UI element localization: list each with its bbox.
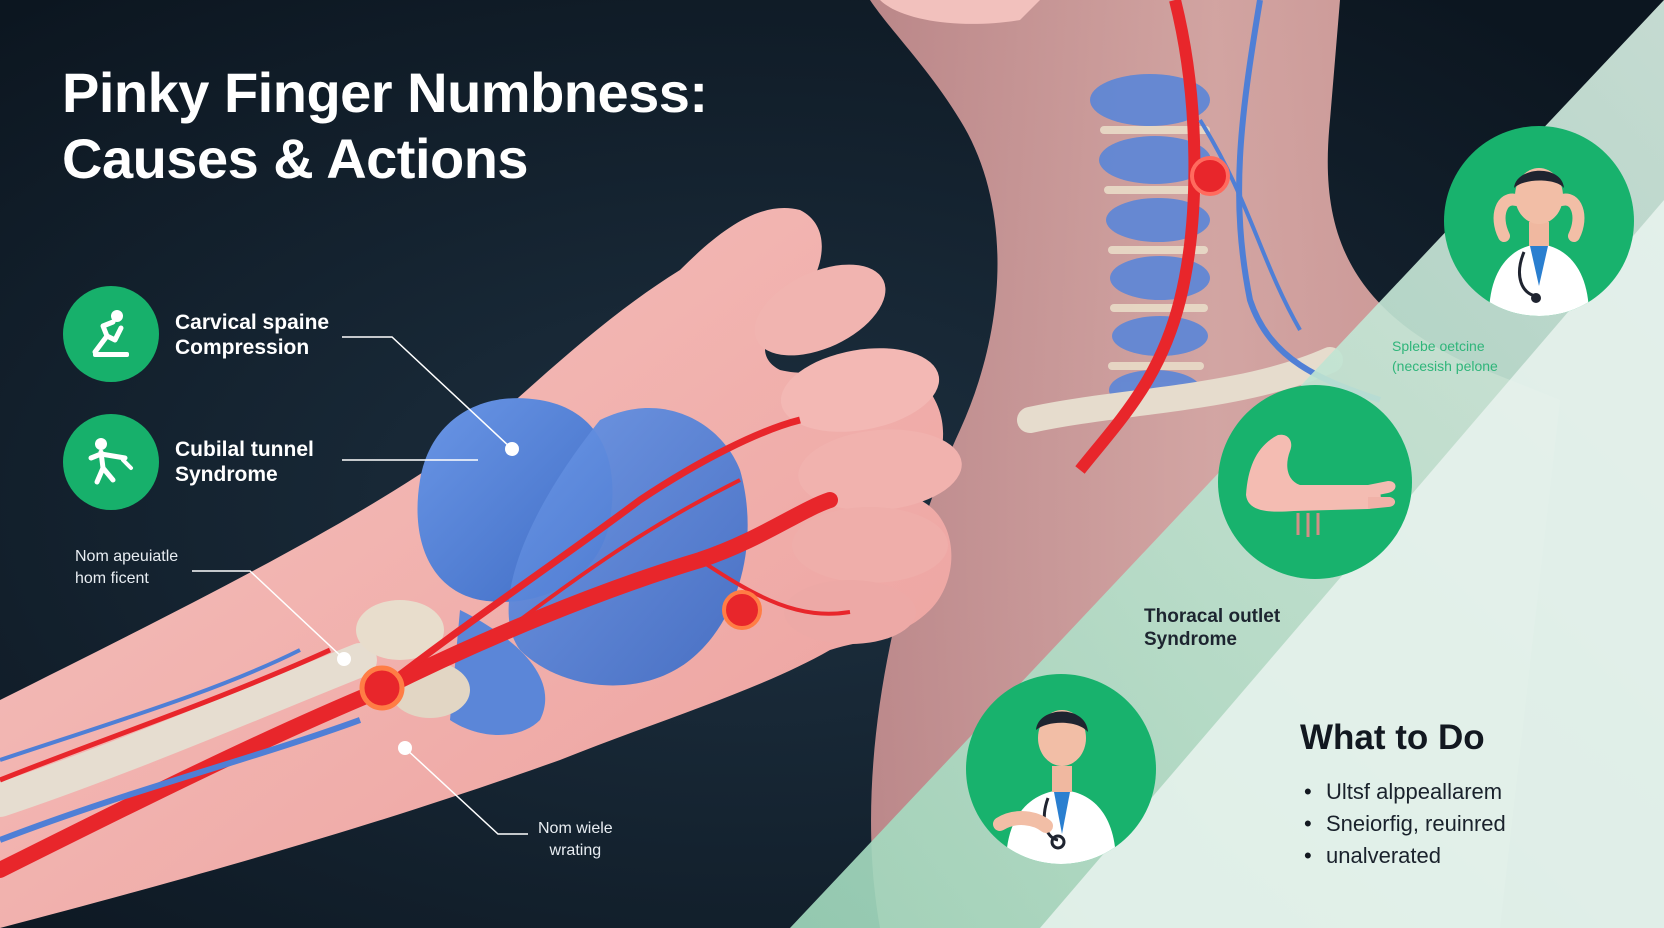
cause-2-line-1: Cubilal tunnel [175,438,314,461]
title-line-1: Pinky Finger Numbness: [62,61,708,124]
cause-1-label: Carvical spaine Compression [175,310,329,360]
list-item: Sneiorfig, reuinred [1304,808,1506,840]
person-stretch-icon [88,438,133,485]
right-note-line-1: Splebe oetcine [1392,338,1485,354]
page-title: Pinky Finger Numbness: Causes & Actions [62,60,708,192]
what-to-do-heading: What to Do [1300,718,1485,757]
title-line-2: Causes & Actions [62,127,529,190]
list-item: Ultsf alppeallarem [1304,776,1506,808]
thoracic-label-line-1: Thoracal outlet [1144,606,1281,627]
elbow-arm-icon [1246,434,1396,537]
bottom-label-line-1: Nom wiele [538,820,613,837]
cause-1-line-2: Compression [175,336,310,359]
cause-2-label: Cubilal tunnel Syndrome [175,437,314,487]
doctor-icon [993,710,1116,864]
person-exercise-icon [92,310,129,357]
doctor-circle [966,674,1156,864]
what-to-do-list: Ultsf alppeallarem Sneiorfig, reuinred u… [1304,776,1506,872]
list-item: unalverated [1304,840,1506,872]
doctor-neck-circle [1444,126,1634,316]
cause-2-icon-circle [63,414,159,510]
wrist-label: Nom apeuiatle hom ficent [75,546,178,590]
cause-1-icon-circle [63,286,159,382]
wrist-label-line-1: Nom apeuiatle [75,548,179,565]
bottom-label: Nom wiele wrating [538,818,613,862]
right-note: Splebe oetcine (necesish pelone [1392,336,1498,376]
bottom-label-line-2: wrating [549,842,602,859]
wrist-label-line-2: hom ficent [75,570,149,587]
thoracic-label: Thoracal outlet Syndrome [1144,605,1280,651]
right-note-line-2: (necesish pelone [1392,358,1498,374]
doctor-neck-pain-icon [1489,168,1589,316]
elbow-circle [1218,385,1412,579]
cause-1-line-1: Carvical spaine [175,311,330,334]
thoracic-label-line-2: Syndrome [1144,629,1237,650]
cause-2-line-2: Syndrome [175,463,278,486]
